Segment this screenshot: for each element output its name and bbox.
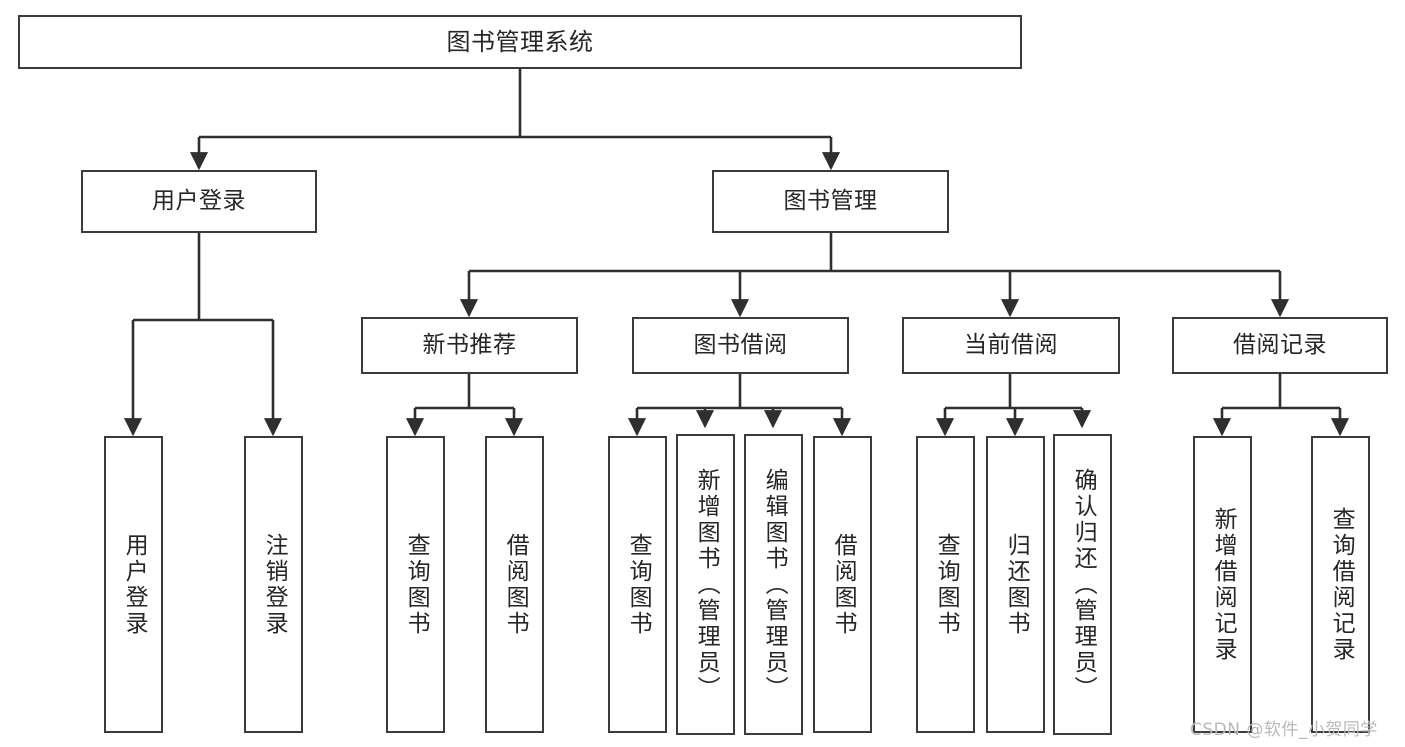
node-label: 借阅图书 [830,532,857,637]
node-book-management[interactable]: 图书管理 [712,170,949,233]
node-label: 用户登录 [121,532,148,637]
leaf-user-login-signout[interactable]: 注销登录 [244,436,303,733]
leaf-borrow-borrow-book[interactable]: 借阅图书 [813,436,872,733]
node-label: 借阅记录 [1233,331,1327,358]
node-user-login[interactable]: 用户登录 [81,170,317,233]
node-label: 查询图书 [625,532,652,637]
node-label: 新增借阅记录 [1210,506,1237,663]
leaf-borrow-query-book[interactable]: 查询图书 [608,436,667,733]
node-label: 查询图书 [933,532,960,637]
node-book-borrow[interactable]: 图书借阅 [632,317,849,374]
leaf-current-confirm-return-admin[interactable]: 确认归还（管理员） [1053,434,1112,735]
node-label: 当前借阅 [964,331,1058,358]
leaf-new-book-borrow[interactable]: 借阅图书 [485,436,544,733]
node-label: 查询图书 [403,532,430,637]
leaf-records-add-record[interactable]: 新增借阅记录 [1193,436,1252,733]
node-new-book-recommend[interactable]: 新书推荐 [361,317,578,374]
node-label: 图书管理 [783,187,878,214]
node-label: 图书借阅 [693,331,788,358]
node-label: 注销登录 [261,532,288,637]
node-label: 查询借阅记录 [1328,506,1355,663]
leaf-new-book-query[interactable]: 查询图书 [386,436,445,733]
node-label: 新增图书（管理员） [693,467,720,702]
node-label: 用户登录 [152,187,246,214]
node-label: 新书推荐 [422,331,517,358]
node-root-system[interactable]: 图书管理系统 [18,15,1022,69]
node-label: 确认归还（管理员） [1070,467,1097,702]
leaf-current-return-book[interactable]: 归还图书 [986,436,1045,733]
leaf-user-login-signin[interactable]: 用户登录 [104,436,163,733]
node-current-borrow[interactable]: 当前借阅 [902,317,1120,374]
leaf-borrow-edit-book-admin[interactable]: 编辑图书（管理员） [744,434,803,735]
node-borrow-records[interactable]: 借阅记录 [1172,317,1388,374]
node-label: 图书管理系统 [446,27,594,56]
leaf-records-query-record[interactable]: 查询借阅记录 [1311,436,1370,733]
node-label: 归还图书 [1003,532,1030,637]
leaf-borrow-add-book-admin[interactable]: 新增图书（管理员） [676,434,735,735]
leaf-current-query-book[interactable]: 查询图书 [916,436,975,733]
node-label: 编辑图书（管理员） [761,467,788,702]
node-label: 借阅图书 [502,532,529,637]
